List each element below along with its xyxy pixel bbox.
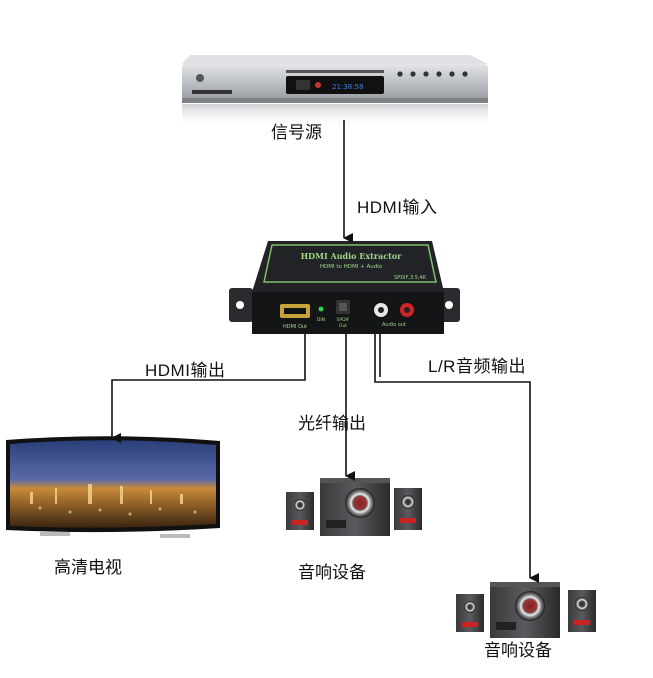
port-led-label: DIN <box>317 317 325 323</box>
connection-lines <box>111 120 539 583</box>
power-led <box>318 306 324 312</box>
hdmi-audio-extractor: HDMI Audio Extractor HDMI to HDMI + Audi… <box>229 241 460 334</box>
port-spdif-label: SPDIF <box>337 317 350 323</box>
player-display-text: 21:38:58 <box>332 83 363 91</box>
label-signal-source: 信号源 <box>271 123 322 143</box>
port-audio-out-label: Audio out <box>382 322 406 328</box>
speaker-set-1 <box>286 478 422 536</box>
extractor-subtitle: HDMI to HDMI + Audio <box>320 264 383 270</box>
extractor-model: SPDIF,3.5,4K <box>394 275 427 281</box>
label-optical-output: 光纤输出 <box>298 414 366 434</box>
label-lr-audio-output: L/R音频输出 <box>428 357 526 376</box>
hd-tv <box>6 436 220 538</box>
label-audio-device-1: 音响设备 <box>298 563 366 583</box>
label-hdmi-output: HDMI输出 <box>145 361 226 380</box>
port-spdif-sub-label: Out <box>339 323 347 329</box>
label-hd-tv: 高清电视 <box>54 558 122 578</box>
arrow-hdmi-output <box>111 332 306 443</box>
arrow-lr-audio-output-inner <box>374 332 539 583</box>
label-hdmi-input: HDMI输入 <box>357 198 438 217</box>
speaker-set-2 <box>456 582 596 638</box>
label-audio-device-2: 音响设备 <box>484 641 552 661</box>
port-hdmi-out-label: HDMI Out <box>283 324 307 330</box>
extractor-title: HDMI Audio Extractor <box>301 251 403 261</box>
media-player-device: 21:38:58 <box>182 55 488 128</box>
